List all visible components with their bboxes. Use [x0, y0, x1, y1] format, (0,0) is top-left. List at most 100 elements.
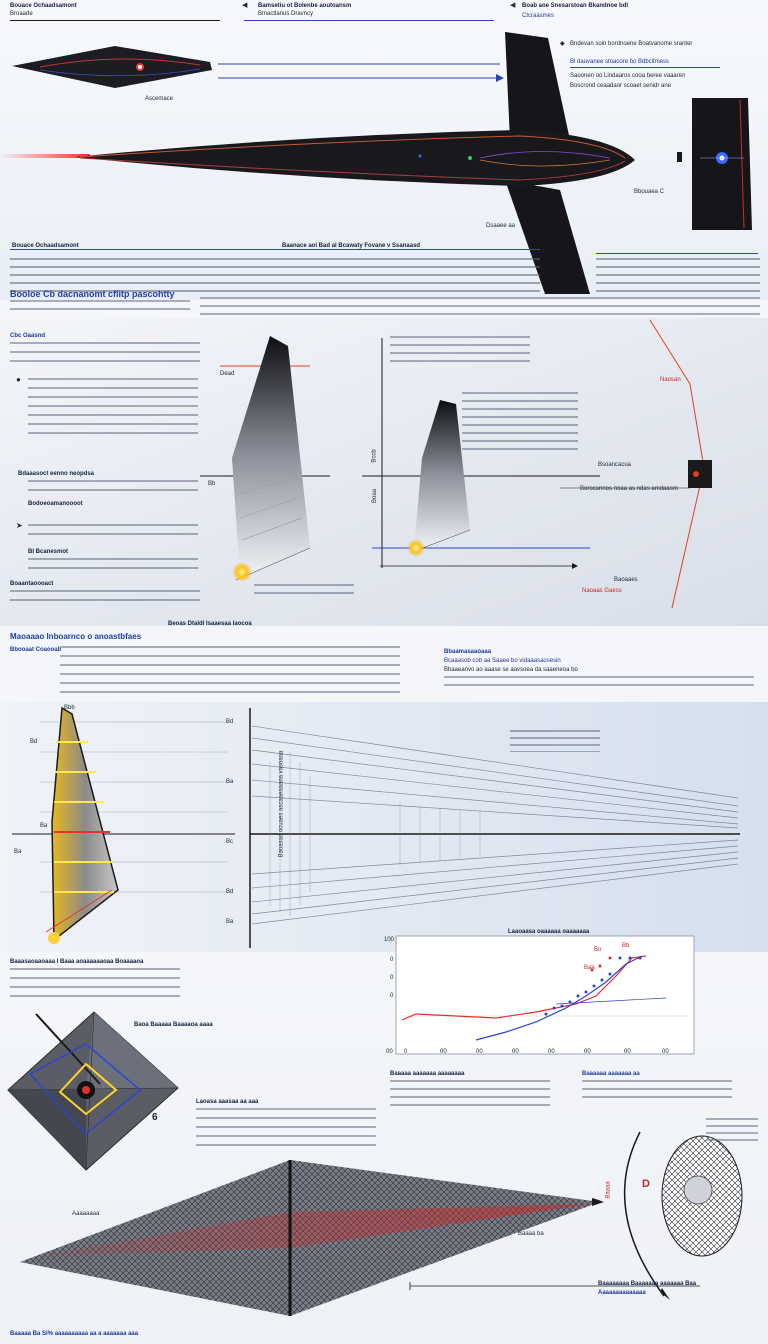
- yellow-label: Bbb: [64, 705, 75, 711]
- top-right-line: Bl dauvanee stoacore bo Bdbcitmess: [570, 59, 670, 65]
- section2-arrow-paragraph: [28, 524, 198, 540]
- section2-item: Bodoeoamanoooot: [28, 501, 83, 507]
- chart-y-tick: 00: [386, 1049, 393, 1055]
- section2-item-paragraph: [28, 558, 198, 574]
- cone-label-axis: Bccb: [371, 449, 378, 463]
- right-caption-2: Aaaaaaaaaaaaaa: [598, 1290, 646, 1296]
- caption-rule-center: [250, 249, 540, 250]
- section4-paragraph: [10, 968, 180, 1002]
- dot-bullet-icon: ●: [16, 375, 21, 384]
- chart-x-tick: 00: [548, 1049, 555, 1055]
- chart-y-tick: 0: [390, 957, 394, 963]
- tick-label: Bc: [226, 839, 234, 845]
- d-label: D: [642, 1178, 650, 1190]
- section2-item: Bdaaasoct eenno neopdsa: [18, 471, 95, 477]
- section3-right-line: Bcaaasob cob aa Saaee bo vidaaasaosesin: [444, 658, 561, 664]
- red-label-bottom: Naoaas Gaess: [582, 588, 622, 594]
- yellow-label: Ba: [14, 849, 22, 855]
- top-center-subtitle: Bmactlanus Dravncy: [258, 11, 314, 17]
- chart-y-tick: 100: [384, 937, 395, 943]
- footer-text: Baaaaa Ba Sl% aaaaaaaaaa aa a aaaaaaa aa…: [10, 1331, 139, 1337]
- top-left-subtitle: Broaade: [10, 11, 33, 17]
- bottom-col1-paragraph: [390, 1080, 550, 1110]
- cone-label-mid: Bb: [208, 481, 216, 487]
- cone-diagram: [200, 319, 712, 609]
- section1-paragraph-left: [10, 300, 190, 316]
- yellow-label: Ba: [40, 823, 48, 829]
- tick-label: Ba: [226, 779, 234, 785]
- section2-item-paragraph: [28, 480, 198, 496]
- top-left-block-title: Bouace Ochaadsamont: [12, 243, 79, 249]
- description-paragraph: [10, 258, 540, 294]
- wave-annotation-paragraph: [510, 730, 600, 752]
- sail-wave-diagram: [12, 706, 740, 948]
- section3-subhead: Bbooaat Coaooab: [10, 647, 62, 653]
- aircraft-label: Dsaaee aa: [486, 223, 516, 229]
- right-caption-1: Baaaaaaaa Baaaaaaa aaaaaaa Baa: [598, 1281, 697, 1287]
- section3-right-paragraph: [444, 676, 754, 688]
- top-right-line: Boscrond ceaadaor scoaet senidr ane: [570, 83, 672, 89]
- section4-text-head: Laoasa aaasaa aa aaa: [196, 1099, 259, 1105]
- chart-x-tick: 00: [584, 1049, 591, 1055]
- panel-detail-label: Bbouaea C: [634, 189, 665, 195]
- d-side-label: Baaaa: [605, 1181, 612, 1199]
- aircraft-caption: Baanace aol Bad al Bcawaty Fovane v Ssan…: [282, 243, 421, 249]
- chart-title: Laaoaasa oaaaaaa oaaaaaaa: [508, 929, 590, 935]
- chart-point-label: Bb: [622, 943, 630, 949]
- chart-x-tick: 00: [476, 1049, 483, 1055]
- top-center-title: Bamsetiu ot Bolenbe aoutoansm: [258, 3, 352, 9]
- right-annotation-2: Bsoancacua: [598, 462, 632, 468]
- tick-label: Bd: [226, 889, 234, 895]
- chart-x-tick: 00: [512, 1049, 519, 1055]
- wave-axis-label: Baoasaa ocuaes ascaaeaaana vasoaaa: [278, 750, 285, 858]
- distance-label: Baoaaes: [614, 577, 638, 583]
- chart-x-tick: 00: [662, 1049, 669, 1055]
- section3-right-line: Bbaaeanvo ao aaase se aavsoea da saaeneo…: [444, 667, 578, 673]
- diamond-figure: [7, 1011, 179, 1171]
- diamond-number: 6: [152, 1112, 158, 1123]
- top-center-rule: [244, 20, 494, 21]
- small-aircraft-figure: [12, 46, 504, 88]
- chart-point-label: Bo: [594, 947, 602, 953]
- section4-text-paragraph: [196, 1108, 376, 1148]
- section2-item-paragraph: [10, 590, 200, 606]
- section3-right-heading: Bbaamasaaoaaa: [444, 649, 492, 655]
- chart-y-tick: 0: [390, 993, 394, 999]
- chart-x-tick: 00: [440, 1049, 447, 1055]
- main-aircraft-figure: [0, 32, 752, 294]
- scatter-line-chart: [395, 935, 695, 1055]
- top-right-subtitle: Ctcraasmes: [522, 13, 555, 19]
- section1-heading: Booloe Cb dacnanomt cflitp pascohtty: [10, 289, 175, 299]
- cone-label-lower: Boaa: [372, 488, 379, 504]
- cone2-annotation-paragraph: [462, 392, 578, 456]
- section2-item: Boaantaoooact: [10, 581, 54, 587]
- caption-rule-left: [10, 249, 250, 250]
- tick-label: Ba: [226, 919, 234, 925]
- triangle-marker-icon: ◀: [510, 2, 516, 9]
- bottom-col2-paragraph: [582, 1080, 732, 1102]
- section1-paragraph: [200, 297, 760, 315]
- right-annotation: Borocannos noaa as ndas amdaasm: [580, 486, 678, 492]
- section2-heading: Cbc Oaasnd: [10, 333, 46, 339]
- chart-y-tick: 0: [390, 975, 394, 981]
- section2-paragraph: [10, 342, 200, 368]
- cone-section-caption: Beoas Dtaldl Isaaesaa Iaocoa: [168, 621, 252, 627]
- top-right-rule: [570, 67, 720, 68]
- chart-point-label: Baa: [584, 965, 595, 971]
- triangle-marker-icon: ◀: [242, 2, 248, 9]
- mesh-cone-figure: [20, 1131, 743, 1316]
- top-right-line: Bndevan soin bordnoene Boatvanome srante…: [570, 41, 693, 47]
- description-paragraph-right: [596, 258, 760, 294]
- cone-label-top: Dead: [220, 371, 235, 377]
- section3-heading: Maoaaao Inboarnco o anoastbfaes: [10, 632, 142, 641]
- section-cone-background: [0, 318, 768, 626]
- section2-item: Bl Bcanesmot: [28, 549, 69, 555]
- bullet-icon: ◆: [560, 41, 565, 47]
- mesh-cone-label: Aaaaaaaa: [72, 1211, 100, 1217]
- top-right-title: Boab aoe Snesarstoan Bkandnoe bdl: [522, 3, 629, 9]
- section4-heading: Baaasaoaaoaaa I Baaa aoaaaaaaoaa Boaaaao…: [10, 959, 144, 965]
- section3-paragraph: [60, 646, 400, 696]
- cone1-footnote: [254, 584, 354, 600]
- section2-bullet-paragraph: [28, 378, 198, 438]
- mesh-cone-right-label: Baaaa ba: [518, 1231, 544, 1237]
